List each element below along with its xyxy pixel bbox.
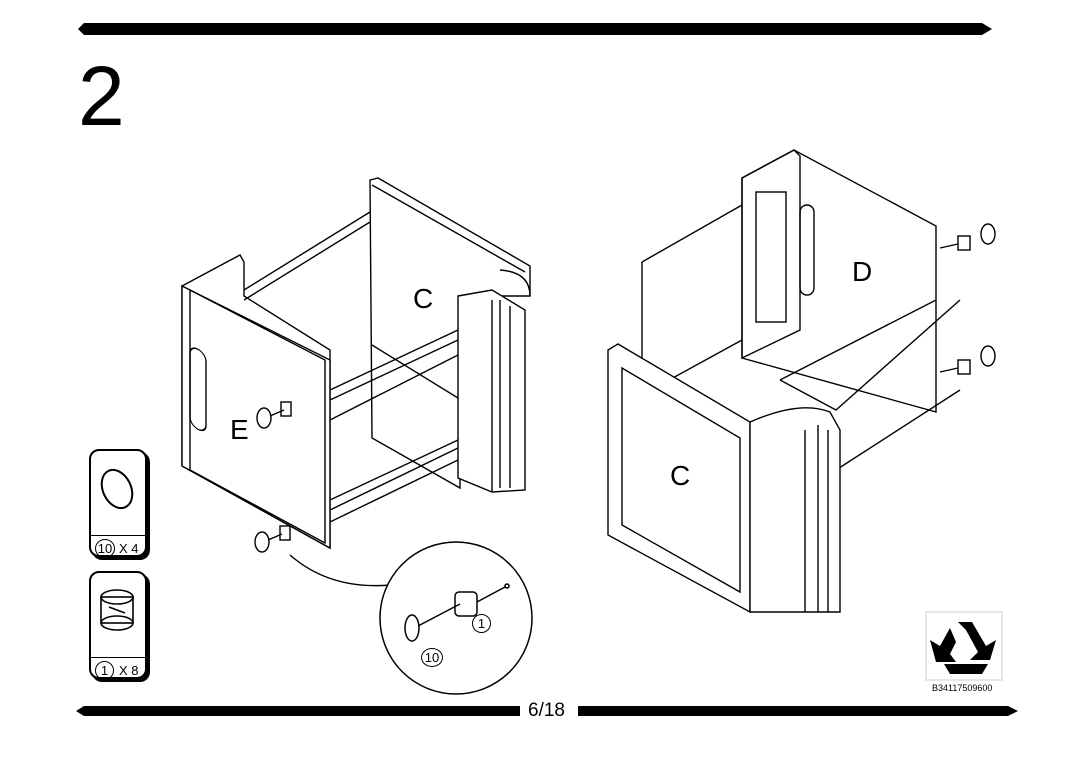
right-assembly-drawing [607,149,996,614]
hardware-box-cap: 10 X 4 [89,449,147,558]
detail-magnifier [379,541,533,695]
label-panel-c-right: C [670,460,691,491]
step-number: 2 [78,49,125,143]
article-code: B34117509600 [932,683,993,693]
cam-lock-fitting-icon [100,589,134,631]
footer-bar-right [578,706,1018,716]
page-number: 6/18 [528,700,565,721]
label-panel-d: D [852,256,873,287]
left-assembly-drawing [181,177,531,587]
hardware-id-1: 1 [95,661,114,680]
hardware-box-cam: 1 X 8 [89,571,147,680]
recycle-logo [925,611,1003,681]
cam-cover-cap-icon [100,468,134,510]
footer-bar-left [76,706,520,716]
label-panel-c-left: C [413,283,434,314]
detail-callout-10: 10 [421,648,443,667]
hardware-qty-10: X 4 [119,541,139,556]
hardware-id-10: 10 [95,539,115,558]
detail-callout-1: 1 [472,614,491,633]
header-bar [78,23,992,35]
hardware-qty-1: X 8 [119,663,139,678]
label-panel-e: E [230,414,249,445]
